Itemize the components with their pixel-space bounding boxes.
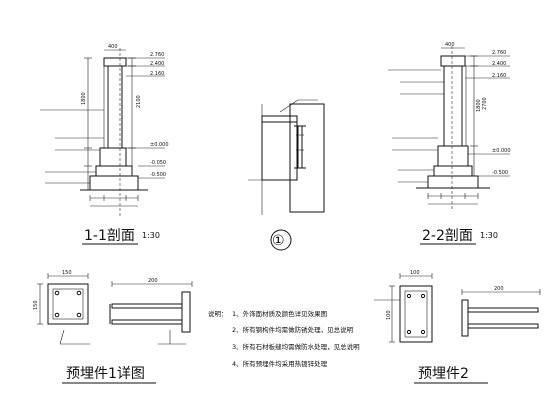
detail-1: ① — [248, 99, 325, 251]
section-1-1-scale: 1:30 — [142, 231, 160, 240]
svg-text:2.400: 2.400 — [150, 61, 164, 67]
note-4: 4、所有预埋件均采用热镀锌处理 — [232, 359, 328, 368]
embed-2-detail: 100 100 200 预埋件2 — [374, 270, 541, 384]
detail-substrate — [289, 103, 325, 213]
embed-2-dim-length: 200 — [494, 286, 504, 292]
section-1-1-title: 1-1剖面 — [84, 228, 135, 244]
notes-heading: 说明： — [208, 309, 228, 318]
gravel-bed — [89, 175, 139, 191]
dim-1800-b: 1800 — [476, 99, 482, 112]
embed-2-rod-top — [467, 307, 539, 313]
dim-2100: 2100 — [136, 95, 142, 108]
embed-2-dim-side: 100 — [386, 310, 392, 320]
embed-1-dim-top: 150 — [62, 270, 72, 276]
gravel-bed-2 — [427, 175, 479, 189]
embed-1-plate — [47, 283, 89, 325]
svg-text:-0.500: -0.500 — [492, 170, 508, 176]
dim-2700: 2700 — [482, 97, 488, 110]
elevation-marks-1-1: 2.760 2.400 2.160 ±0.000 -0.050 -0.500 — [126, 52, 169, 179]
svg-text:±0.000: ±0.000 — [492, 148, 511, 154]
elevation-marks-2-2: 2.760 2.400 2.160 ±0.000 -0.500 — [465, 50, 511, 177]
embed-2-rod-bottom — [467, 323, 539, 329]
embed-1-dim-length: 200 — [148, 278, 158, 284]
general-notes: 说明： 1、外饰面材质及颜色详见效果图 2、所有钢构件均需做防锈处理，见总说明 … — [208, 309, 360, 368]
note-2: 2、所有钢构件均需做防锈处理，见总说明 — [232, 325, 354, 334]
note-3: 3、所有石材板缝均需做防水处理，见总说明 — [232, 342, 360, 351]
wall-base-2 — [437, 145, 469, 167]
dim-1800: 1800 — [81, 92, 87, 105]
svg-text:2.160: 2.160 — [150, 71, 164, 77]
embed-1-rod-top — [111, 303, 183, 309]
detail-cap — [261, 115, 298, 123]
embed-1-title: 预埋件1详图 — [66, 366, 145, 382]
footing — [95, 165, 133, 177]
stone-cladding — [261, 121, 298, 181]
section-1-1: 1800 2100 400 2.760 2.400 2.160 ±0.000 -… — [40, 44, 169, 245]
svg-text:2.760: 2.760 — [150, 52, 164, 58]
wall-body-2 — [443, 65, 463, 147]
section-2-2-title: 2-2剖面 — [422, 228, 473, 244]
section-2-2: 1800 2700 400 2.760 2.400 2.160 ±0.000 -… — [388, 42, 511, 245]
embed-2-dim-top: 100 — [410, 270, 420, 276]
wall-base — [99, 147, 127, 167]
svg-text:2.160: 2.160 — [492, 73, 506, 79]
section-2-2-scale: 1:30 — [480, 231, 498, 240]
svg-text:-0.050: -0.050 — [150, 160, 166, 166]
embed-1-rod-bottom — [111, 319, 183, 325]
embed-2-plate — [399, 285, 433, 343]
detail-marker-number: ① — [272, 233, 285, 249]
embed-1-detail: 150 150 200 预埋件1详图 — [33, 270, 193, 384]
dim-400: 400 — [108, 44, 118, 50]
dim-400-b: 400 — [445, 42, 455, 48]
detail-marker-circle — [270, 229, 292, 251]
embed-1-side-plate — [181, 291, 191, 333]
svg-text:-0.500: -0.500 — [150, 172, 166, 178]
wall-cap-2 — [440, 55, 466, 67]
note-1: 1、外饰面材质及颜色详见效果图 — [232, 309, 327, 318]
embed-1-dim-side: 150 — [33, 300, 39, 310]
footing-2 — [433, 165, 473, 177]
embed-2-title: 预埋件2 — [418, 366, 469, 382]
svg-text:2.400: 2.400 — [492, 61, 506, 67]
svg-text:2.760: 2.760 — [492, 50, 506, 56]
wall-cap — [103, 57, 127, 67]
embed-2-side-plate — [461, 299, 469, 337]
svg-text:±0.000: ±0.000 — [150, 142, 169, 148]
